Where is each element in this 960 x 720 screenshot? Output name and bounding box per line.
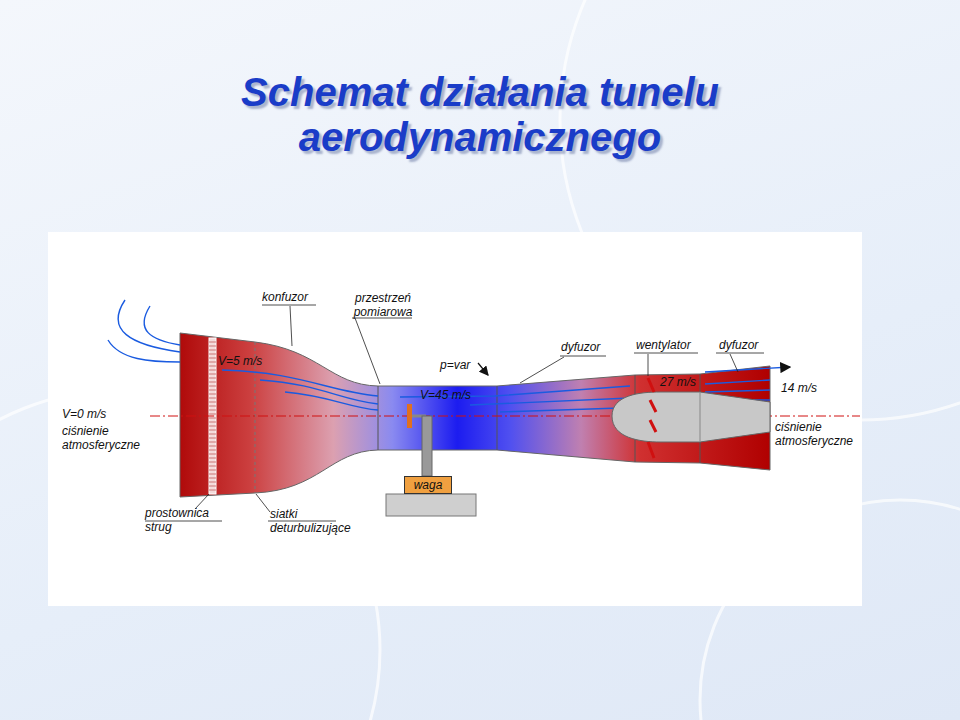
node-text: waga bbox=[414, 478, 443, 492]
part-label: dyfuzor bbox=[719, 339, 758, 353]
velocity-label: 27 m/s bbox=[660, 376, 696, 390]
velocity-label: V=5 m/s bbox=[218, 355, 262, 369]
velocity-label: V=45 m/s bbox=[420, 389, 471, 403]
pressure-label: ciśnienie atmosferyczne bbox=[775, 421, 865, 449]
pressure-label: p=var bbox=[440, 359, 470, 373]
part-label: prostownica strug bbox=[145, 507, 225, 535]
part-label: konfuzor bbox=[262, 291, 308, 305]
balance-box: waga bbox=[404, 476, 452, 494]
part-label: przestrzeń pomiarowa bbox=[350, 292, 416, 320]
velocity-label: V=0 m/s bbox=[62, 408, 106, 422]
pressure-label: ciśnienie atmosferyczne bbox=[62, 425, 152, 453]
part-label: dyfuzor bbox=[561, 341, 600, 355]
part-label: siatki deturbulizujące bbox=[270, 508, 370, 536]
slide-title: Schemat działania tunelu aerodynamiczneg… bbox=[180, 70, 780, 160]
part-label: wentylator bbox=[636, 339, 691, 353]
velocity-label: 14 m/s bbox=[781, 382, 817, 396]
